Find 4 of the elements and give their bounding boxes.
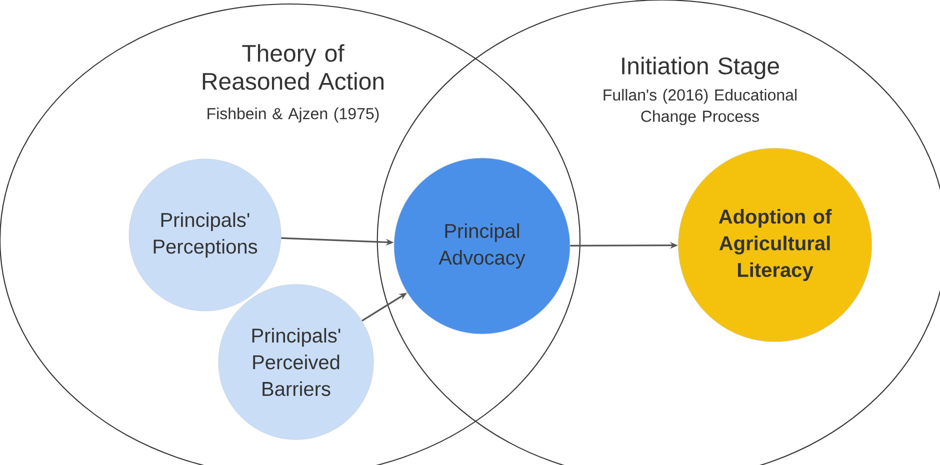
ellipse-subtitle: Fullan's (2016) Educational Change Process [604, 88, 796, 126]
ellipse-title: Initiation Stage [622, 56, 779, 80]
ellipse-subtitle: Fishbein & Ajzen (1975) [208, 108, 379, 122]
ellipse-title: Theory of Reasoned Action [202, 44, 384, 90]
